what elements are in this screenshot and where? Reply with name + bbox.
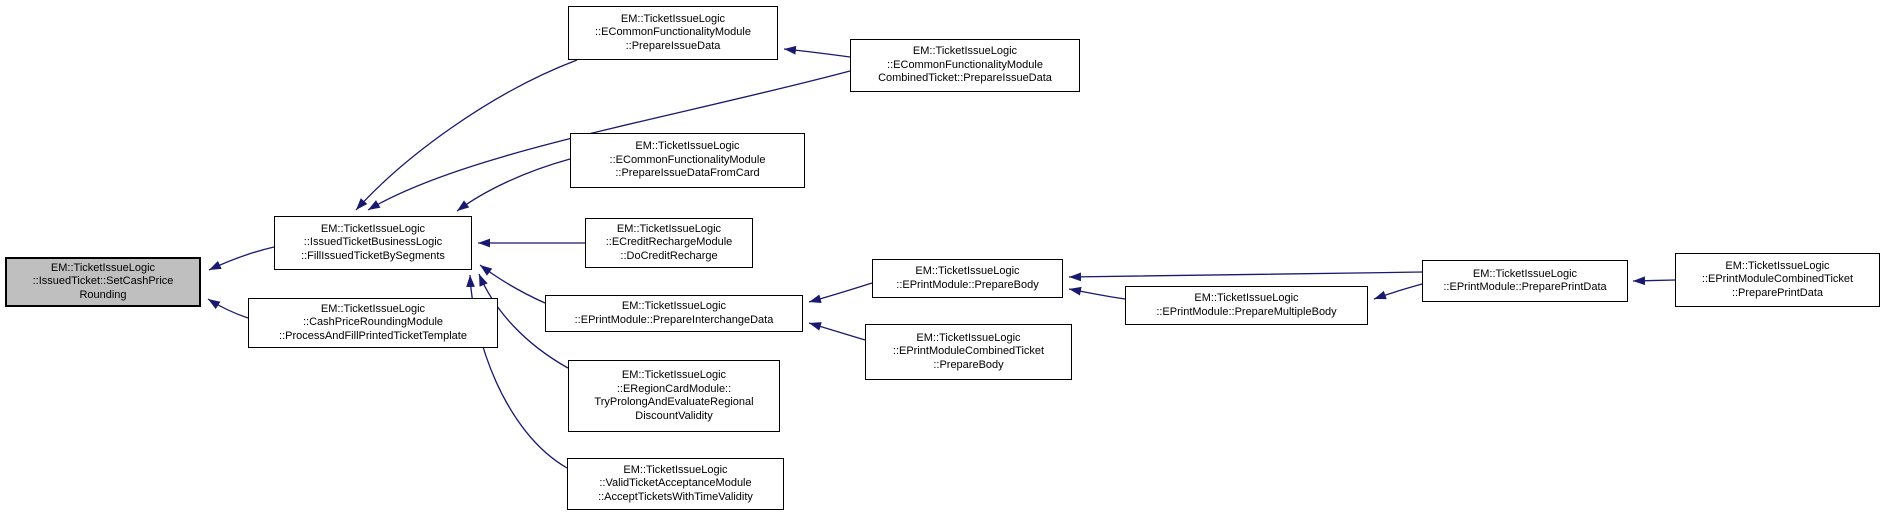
node-label-line: ::FillIssuedTicketBySegments (301, 249, 445, 262)
node-label-line: DiscountValidity (635, 409, 713, 422)
edge-fill-issued-ticket-by-segments-to-issued-ticket-set-cash-price-rounding (208, 246, 275, 271)
node-label-line: EM::TicketIssueLogic (616, 222, 722, 235)
node-label-line: ::AcceptTicketsWithTimeValidity (598, 490, 753, 503)
node-label-line: EM::TicketIssueLogic (916, 331, 1021, 344)
node-combined-ticket-prepare-print-data[interactable]: EM::TicketIssueLogic::EPrintModuleCombin… (1675, 253, 1880, 307)
node-label-line: EM::TicketIssueLogic (50, 261, 156, 274)
edge-prepare-multiple-body-to-prepare-body (1068, 286, 1126, 300)
node-label-line: EM::TicketIssueLogic (1472, 267, 1578, 280)
node-label-line: ::ValidTicketAcceptanceModule (599, 477, 752, 490)
node-label-line: ::IssuedTicketBusinessLogic (303, 236, 443, 249)
node-label-line: EM::TicketIssueLogic (623, 463, 728, 476)
node-prepare-body[interactable]: EM::TicketIssueLogic::EPrintModule::Prep… (872, 259, 1063, 298)
node-label-line: ::EPrintModule::PrepareMultipleBody (1156, 305, 1337, 318)
edge-prepare-issue-data-to-fill-issued-ticket-by-segments (355, 59, 578, 211)
node-label-line: ::ECreditRechargeModule (605, 236, 733, 249)
node-do-credit-recharge[interactable]: EM::TicketIssueLogic::ECreditRechargeMod… (585, 218, 753, 268)
node-label-line: ::CashPriceRoundingModule (302, 316, 444, 329)
node-label-line: EM::TicketIssueLogic (620, 12, 726, 25)
edge-combined-ticket-prepare-body-to-prepare-interchange-data (808, 322, 866, 341)
node-label-line: EM::TicketIssueLogic (912, 45, 1018, 58)
node-label-line: ::ECommonFunctionalityModule (887, 58, 1043, 71)
node-label-line: EM::TicketIssueLogic (621, 369, 727, 381)
node-label-line: ::EPrintModule::PrepareInterchangeData (574, 313, 774, 326)
edge-prepare-print-data-to-prepare-body (1068, 271, 1423, 282)
node-label-line: TryProlongAndEvaluateRegional (594, 396, 754, 408)
node-label-line: EM::TicketIssueLogic (621, 300, 727, 312)
node-label-line: EM::TicketIssueLogic (1725, 259, 1830, 272)
node-prepare-issue-data-from-card[interactable]: EM::TicketIssueLogic::ECommonFunctionali… (570, 133, 805, 188)
node-combined-ticket-prepare-issue-data[interactable]: EM::TicketIssueLogic::ECommonFunctionali… (850, 39, 1080, 92)
node-accept-tickets-with-time-validity[interactable]: EM::TicketIssueLogic::ValidTicketAccepta… (567, 458, 784, 510)
node-label-line: EM::TicketIssueLogic (1194, 292, 1299, 304)
node-label-line: EM::TicketIssueLogic (320, 302, 426, 315)
node-prepare-multiple-body[interactable]: EM::TicketIssueLogic::EPrintModule::Prep… (1125, 286, 1368, 325)
node-label-line: ::DoCreditRecharge (620, 249, 718, 262)
node-label-line: ::IssuedTicket::SetCashPrice (32, 275, 174, 288)
node-label-line: Rounding (79, 288, 127, 301)
node-label-line: ::PrepareIssueDataFromCard (615, 167, 760, 180)
node-label-line: ::ECommonFunctionalityModule (609, 153, 766, 166)
edge-prepare-print-data-to-prepare-multiple-body (1373, 283, 1423, 300)
node-label-line: ::EPrintModule::PrepareBody (896, 278, 1039, 291)
node-combined-ticket-prepare-body[interactable]: EM::TicketIssueLogic::EPrintModuleCombin… (865, 324, 1072, 380)
edge-combined-ticket-prepare-print-data-to-prepare-print-data (1632, 276, 1676, 286)
node-prepare-interchange-data[interactable]: EM::TicketIssueLogic::EPrintModule::Prep… (545, 295, 803, 332)
edge-prepare-body-to-prepare-interchange-data (808, 282, 873, 304)
edge-process-and-fill-printed-ticket-template-to-issued-ticket-set-cash-price-rounding (207, 298, 249, 319)
node-label-line: ::EPrintModuleCombinedTicket (1701, 273, 1854, 286)
node-issued-ticket-set-cash-price-rounding[interactable]: EM::TicketIssueLogic::IssuedTicket::SetC… (5, 257, 201, 307)
node-label-line: ::ProcessAndFillPrintedTicketTemplate (279, 329, 467, 342)
node-label-line: ::EPrintModuleCombinedTicket (892, 345, 1045, 358)
node-label-line: EM::TicketIssueLogic (635, 140, 740, 153)
node-fill-issued-ticket-by-segments[interactable]: EM::TicketIssueLogic::IssuedTicketBusine… (274, 216, 472, 270)
node-label-line: ::EPrintModule::PreparePrintData (1443, 281, 1607, 293)
node-label-line: ::ECommonFunctionalityModule (595, 26, 751, 39)
node-label-line: ::PrepareBody (933, 358, 1004, 371)
node-label-line: ::PreparePrintData (1731, 286, 1824, 299)
node-label-line: EM::TicketIssueLogic (915, 265, 1020, 277)
node-prepare-print-data[interactable]: EM::TicketIssueLogic::EPrintModule::Prep… (1422, 260, 1628, 302)
edge-prepare-issue-data-from-card-to-fill-issued-ticket-by-segments (456, 158, 571, 212)
node-try-prolong-and-evaluate-regional-discount-validity[interactable]: EM::TicketIssueLogic::ERegionCardModule:… (568, 360, 780, 432)
node-label-line: ::ERegionCardModule:: (616, 382, 732, 395)
node-label-line: CombinedTicket::PrepareIssueData (878, 72, 1052, 85)
edge-combined-ticket-prepare-issue-data-to-prepare-issue-data (783, 45, 851, 58)
node-label-line: EM::TicketIssueLogic (320, 222, 426, 235)
node-label-line: ::PrepareIssueData (625, 39, 721, 52)
node-process-and-fill-printed-ticket-template[interactable]: EM::TicketIssueLogic::CashPriceRoundingM… (248, 298, 498, 348)
node-prepare-issue-data[interactable]: EM::TicketIssueLogic::ECommonFunctionali… (568, 6, 778, 60)
